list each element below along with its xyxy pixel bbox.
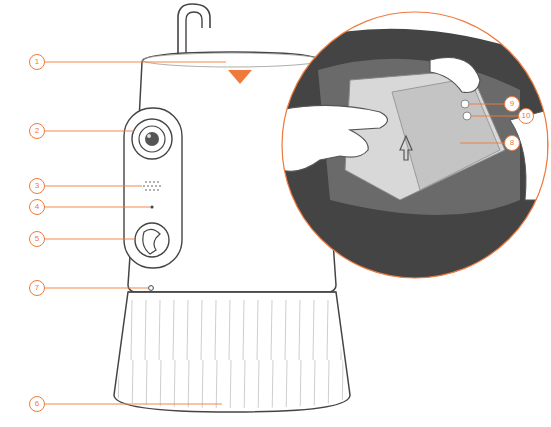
- callout-number: 6: [29, 396, 45, 412]
- callout-number: 10: [518, 108, 534, 124]
- callout-number: 9: [504, 96, 520, 112]
- callout-number: 4: [29, 199, 45, 215]
- callout-number: 7: [29, 280, 45, 296]
- callout-number: 5: [29, 231, 45, 247]
- callout-number: 2: [29, 123, 45, 139]
- callout-number: 8: [504, 135, 520, 151]
- callout-number: 1: [29, 54, 45, 70]
- callout-number: 3: [29, 178, 45, 194]
